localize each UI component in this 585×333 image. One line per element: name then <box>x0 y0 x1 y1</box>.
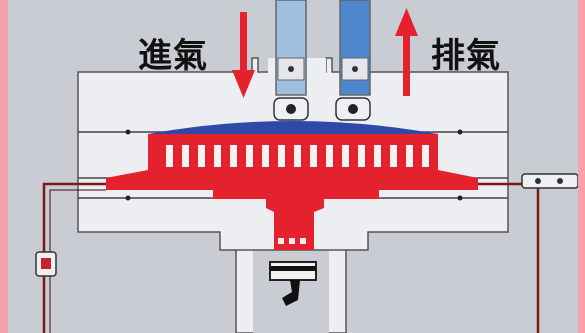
left-wire <box>42 182 106 333</box>
red-piston-rod <box>266 199 324 250</box>
combustion-chamber-dome <box>148 121 438 134</box>
lower-piston-band <box>270 266 316 271</box>
diagram-stage: 進氣 排氣 <box>8 0 578 333</box>
engine-diagram <box>35 0 578 333</box>
connecting-rod <box>282 280 300 306</box>
exhaust-valve-bolt <box>352 66 358 72</box>
right-sensor-screw <box>535 178 541 184</box>
rod-hole <box>300 238 306 244</box>
housing-screw <box>125 129 131 135</box>
exhaust-label: 排氣 <box>431 36 501 76</box>
left-sensor-core <box>41 258 51 269</box>
housing-screw <box>125 195 131 201</box>
intake-valve-stem <box>275 0 307 96</box>
housing-screw <box>457 195 463 201</box>
diaphragm-slots <box>166 145 429 167</box>
housing-screw <box>457 129 463 135</box>
right-sensor-screw <box>557 178 563 184</box>
rod-hole <box>289 238 295 244</box>
intake-arrow <box>232 12 255 98</box>
exhaust-valve-stem <box>339 0 371 96</box>
exhaust-arrow <box>395 8 418 96</box>
intake-label: 進氣 <box>138 36 208 76</box>
exhaust-valve-screw <box>348 104 358 114</box>
rod-hole <box>278 238 284 244</box>
left-wire-inner <box>49 189 106 333</box>
red-plate <box>213 190 379 199</box>
intake-valve-screw <box>286 104 296 114</box>
intake-valve-bolt <box>288 66 294 72</box>
right-sensor <box>521 173 578 189</box>
